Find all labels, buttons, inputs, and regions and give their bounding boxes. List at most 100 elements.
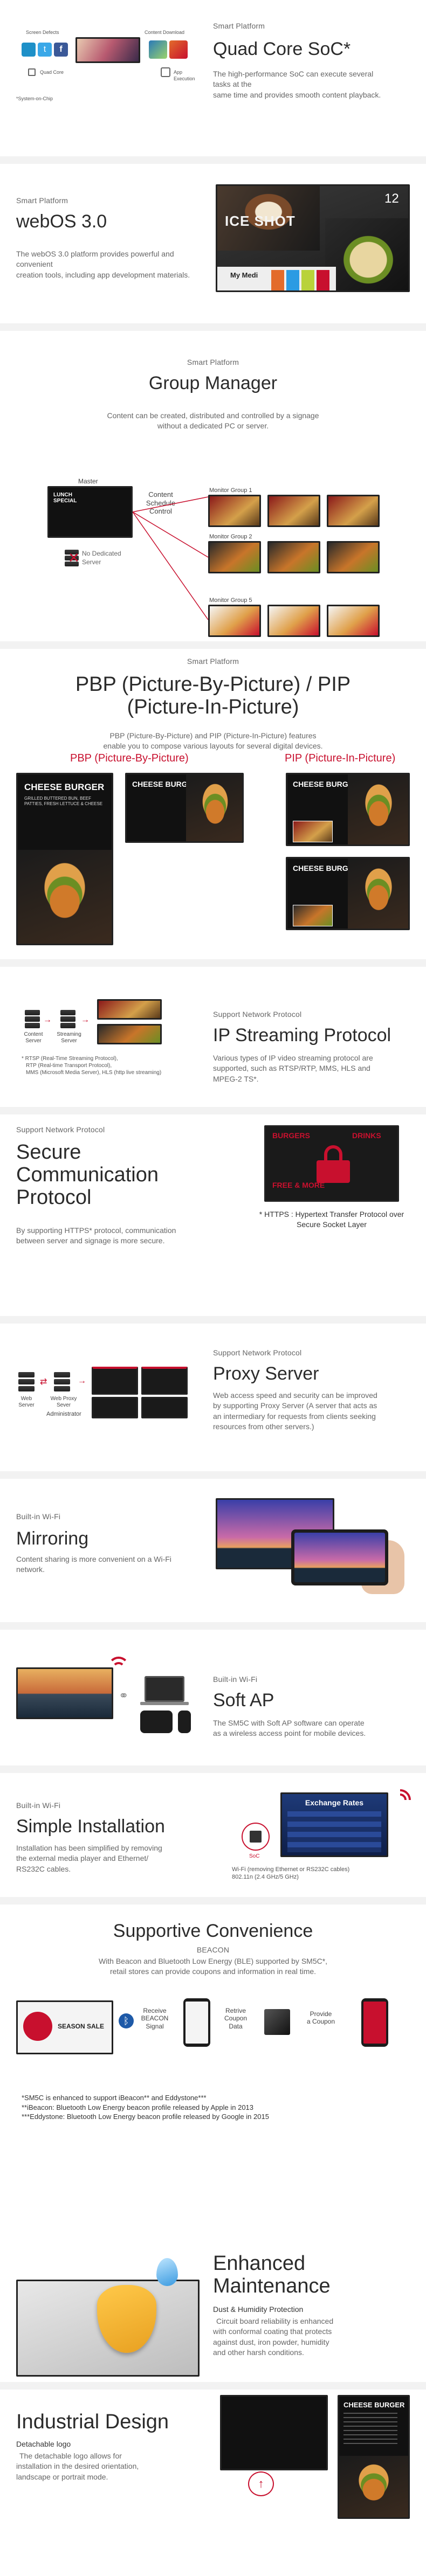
arrow-icon: ⇄ (40, 1377, 47, 1387)
footnote-soc: *System-on-Chip (16, 96, 53, 101)
desc-line: With Beacon and Bluetooth Low Energy (BL… (98, 1957, 328, 1965)
step-retrieve: Retrive Coupon Data (217, 2007, 255, 2030)
screen-title: CHEESE BURGER (293, 864, 359, 872)
label-content-server: Content Server (24, 1031, 43, 1044)
desc-line: same time and provides smooth content pl… (213, 90, 381, 99)
page-title-mirroring: Mirroring (16, 1528, 89, 1549)
pbp-portrait-display: CHEESE BURGER GRILLED BUTTERED BUN, BEEF… (16, 773, 113, 945)
title-line: Communication (16, 1163, 159, 1186)
screen-title: CHEESE BURGER (24, 782, 105, 792)
eyebrow: Support Network Protocol (213, 1348, 302, 1357)
eyebrow: Smart Platform (187, 657, 239, 666)
pip-display-2: CHEESE BURGER (286, 857, 410, 930)
desc-supportive-convenience: With Beacon and Bluetooth Low Energy (BL… (0, 1956, 426, 1977)
title-line: Maintenance (213, 2274, 331, 2297)
page-title-secure-protocol: Secure Communication Protocol (16, 1141, 159, 1209)
section-supportive-convenience: Supportive Convenience BEACON With Beaco… (0, 1905, 426, 2152)
section-divider (0, 959, 426, 967)
monitor (208, 605, 261, 637)
section-divider (0, 156, 426, 164)
arrow-icon: → (78, 1376, 86, 1386)
chip-icon (28, 68, 36, 76)
monitor (267, 541, 320, 573)
section-divider (0, 1622, 426, 1630)
beacon-flow: SEASON SALE ᛒ Receive BEACON Signal Retr… (16, 1991, 410, 2072)
twitter-icon: t (38, 43, 52, 57)
monitor-group-1 (208, 495, 381, 528)
desc-line: The detachable logo allows for (19, 2452, 122, 2460)
quad-core-diagram: Screen Defects Content Download t f Quad… (16, 30, 205, 89)
section-divider (0, 1897, 426, 1905)
server-icon (54, 1372, 70, 1391)
label-monitor-group-5: Monitor Group 5 (209, 597, 252, 604)
desc-webos: The webOS 3.0 platform provides powerful… (16, 249, 221, 280)
smartphone-coupon-icon (361, 1998, 388, 2047)
title-line: Protocol (16, 1186, 92, 1209)
desc-line: supported, such as RTSP/RTP, MMS, HLS an… (213, 1064, 370, 1073)
smartphone-icon (178, 1711, 191, 1733)
menu-heading: BURGERS (272, 1131, 311, 1140)
stream-display (97, 999, 162, 1020)
facebook-icon: f (54, 43, 68, 57)
tablet-icon (140, 1711, 173, 1733)
desc-line: convenient (16, 260, 53, 269)
section-divider (0, 2382, 426, 2390)
desc-ip-streaming: Various types of IP video streaming prot… (213, 1053, 418, 1084)
step-line: Receive (143, 2007, 167, 2014)
wifi-icon (108, 1657, 129, 1678)
desc-line: Various types of IP video streaming prot… (213, 1054, 373, 1062)
desc-line: enable you to compose various layouts fo… (103, 742, 323, 751)
label-monitor-group-1: Monitor Group 1 (209, 487, 252, 494)
desc-line: without a dedicated PC or server. (157, 421, 269, 431)
desc-soft-ap: The SM5C with Soft AP software can opera… (213, 1718, 418, 1739)
desc-line: as a wireless access point for mobile de… (213, 1729, 366, 1738)
display-image (75, 37, 140, 63)
pbp-landscape-display: CHEESE BURGER (125, 773, 244, 843)
desc-line: RS232C cables. (16, 1864, 71, 1873)
line-to-group-1 (133, 496, 208, 513)
distribution-lines (133, 496, 208, 620)
server-cube-icon (264, 2009, 290, 2035)
label-web-server: Web Server (18, 1396, 35, 1408)
video-icon (169, 40, 188, 59)
screen-title: CHEESE BURGER (132, 780, 198, 788)
server-icon (25, 1010, 40, 1028)
secure-menu-display: BURGERS DRINKS FREE & MORE (264, 1125, 399, 1202)
monitor-group-5 (208, 605, 381, 638)
title-line: (Picture-In-Picture) (127, 695, 299, 718)
smartphone-icon (183, 1998, 210, 2047)
desc-quad-core: The high-performance SoC can execute sev… (213, 69, 418, 100)
proxy-display (92, 1367, 138, 1395)
page-title-group-manager: Group Manager (148, 373, 278, 393)
eyebrow: Support Network Protocol (16, 1125, 105, 1134)
rates-table (287, 1811, 381, 1852)
desc-line: with conformal coating that protects (213, 2327, 332, 2336)
menu-heading: FREE & MORE (272, 1181, 325, 1189)
burger-image (348, 858, 408, 929)
lock-icon (317, 1145, 350, 1183)
desc-line: By supporting HTTPS* protocol, communica… (16, 1226, 176, 1235)
label-no-dedicated-server: No Dedicated Server (82, 550, 121, 566)
monitor (208, 495, 261, 527)
section-simple-installation: Built-in Wi-Fi Simple Installation Insta… (0, 1773, 426, 1924)
tablet-icon (291, 1529, 388, 1585)
server-icon (60, 1010, 75, 1028)
section-divider (0, 323, 426, 331)
landscape-display (220, 2395, 328, 2470)
burger-image (186, 774, 242, 841)
desc-line: Installation has been simplified by remo… (16, 1844, 162, 1852)
section-secure-protocol: Support Network Protocol Secure Communic… (0, 1114, 426, 1303)
screen-title: CHEESE BURGER (293, 780, 359, 788)
step-line: BEACON (141, 2014, 169, 2023)
portrait-display: CHEESE BURGER (338, 2395, 410, 2519)
subtitle-detachable-logo: Detachable logo (16, 2440, 71, 2448)
section-pbp-pip: Smart Platform PBP (Picture-By-Picture) … (0, 649, 426, 972)
note-line: Secure Socket Layer (297, 1220, 367, 1229)
page-title-supportive-convenience: Supportive Convenience (113, 1921, 313, 1941)
proxy-display (141, 1397, 188, 1418)
desc-line: retail stores can provide coupons and in… (109, 1967, 317, 1976)
arrow-icon: → (43, 1015, 52, 1024)
sale-badge (23, 2012, 52, 2041)
desc-line: The webOS 3.0 platform provides powerful… (16, 250, 174, 258)
desc-line: Content can be created, distributed and … (107, 411, 319, 420)
